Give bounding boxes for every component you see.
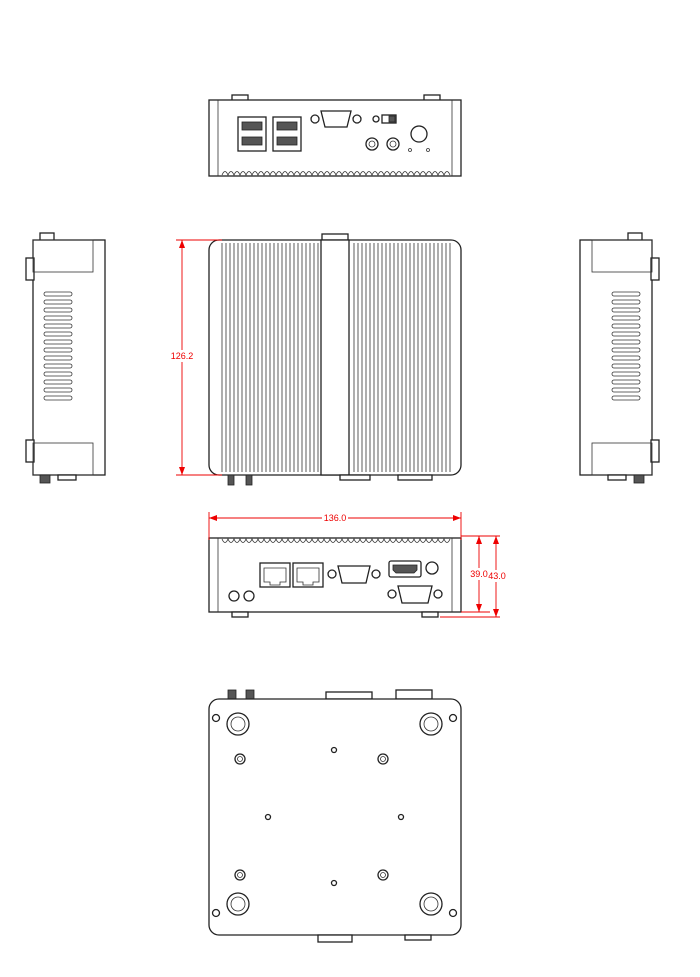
vent-slot [43,315,73,321]
vent-slot [611,291,641,297]
foot-inner [423,896,439,912]
screw-hole [234,753,246,765]
serial-port [327,565,381,584]
foot [419,892,443,916]
rear-panel-view [208,94,462,177]
power-button [410,125,428,143]
depth-dimension: 126.2 [170,239,222,476]
vent-slot [611,331,641,337]
vent-slot [611,347,641,353]
heatsink-fins [221,243,451,472]
vesa-hole [397,813,405,821]
front-panel-view: 136.0 39.0 43.0 [208,512,507,618]
vent-slot [611,299,641,305]
audio-jack [365,137,379,151]
vent-slot [611,379,641,385]
top-heatsink-view: 126.2 [170,233,462,486]
hdmi-port [388,560,422,578]
vesa-hole [330,746,338,754]
depth-dimension-label: 126.2 [171,351,194,361]
vent-slots [43,291,73,401]
vesa-hole [330,879,338,887]
vent-slot [43,323,73,329]
audio-jack [386,137,400,151]
screw-hole-inner [380,756,386,762]
body-height-label: 39.0 [470,569,488,579]
vent-slots [611,291,641,401]
vent-slot [611,395,641,401]
vent-teeth [221,171,451,177]
ethernet-port [259,562,291,588]
vent-slot [43,395,73,401]
corner-screw [211,908,221,918]
vent-slot [43,339,73,345]
vent-row [221,537,451,543]
corner-screw [448,713,458,723]
vent-slot [611,355,641,361]
screw-hole [377,753,389,765]
vesa-hole [264,813,272,821]
usb-port-stack [272,116,302,152]
vent-slot [43,307,73,313]
serial-port [387,585,443,604]
corner-screw [211,713,221,723]
led [228,590,240,602]
bottom-view [208,689,462,943]
screw-hole-inner [237,872,243,878]
led [243,590,255,602]
width-dimension: 136.0 [208,512,462,540]
vent-slot [611,339,641,345]
height-dimensions: 39.0 43.0 [440,535,507,618]
vent-slot [611,371,641,377]
foot-inner [423,716,439,732]
foot [226,892,250,916]
total-height-label: 43.0 [488,571,506,581]
screw-hole [234,869,246,881]
vent-slot [43,299,73,305]
screw-hole-inner [380,872,386,878]
mounting-holes [211,712,458,918]
vent-slot [43,355,73,361]
power-switch [372,114,397,124]
foot-inner [230,896,246,912]
left-side-view [25,232,106,484]
usb-port-stack [237,116,267,152]
vent-slot [43,291,73,297]
vent-slot [43,387,73,393]
vent-teeth [221,537,451,543]
foot [226,712,250,736]
vent-slot [611,307,641,313]
vent-slot [43,379,73,385]
right-side-view [579,232,660,484]
screw-hole [377,869,389,881]
vent-slot [611,363,641,369]
serial-port [310,110,362,128]
width-dimension-label: 136.0 [324,513,347,523]
vent-row [221,171,451,177]
audio-jack [425,561,439,575]
corner-screw [448,908,458,918]
vent-slot [43,331,73,337]
vent-slot [43,347,73,353]
vent-slot [611,323,641,329]
vent-slot [611,387,641,393]
foot [419,712,443,736]
vent-slot [611,315,641,321]
screw-hole-inner [237,756,243,762]
vent-slot [43,363,73,369]
ethernet-port [292,562,324,588]
vent-slot [43,371,73,377]
foot-inner [230,716,246,732]
